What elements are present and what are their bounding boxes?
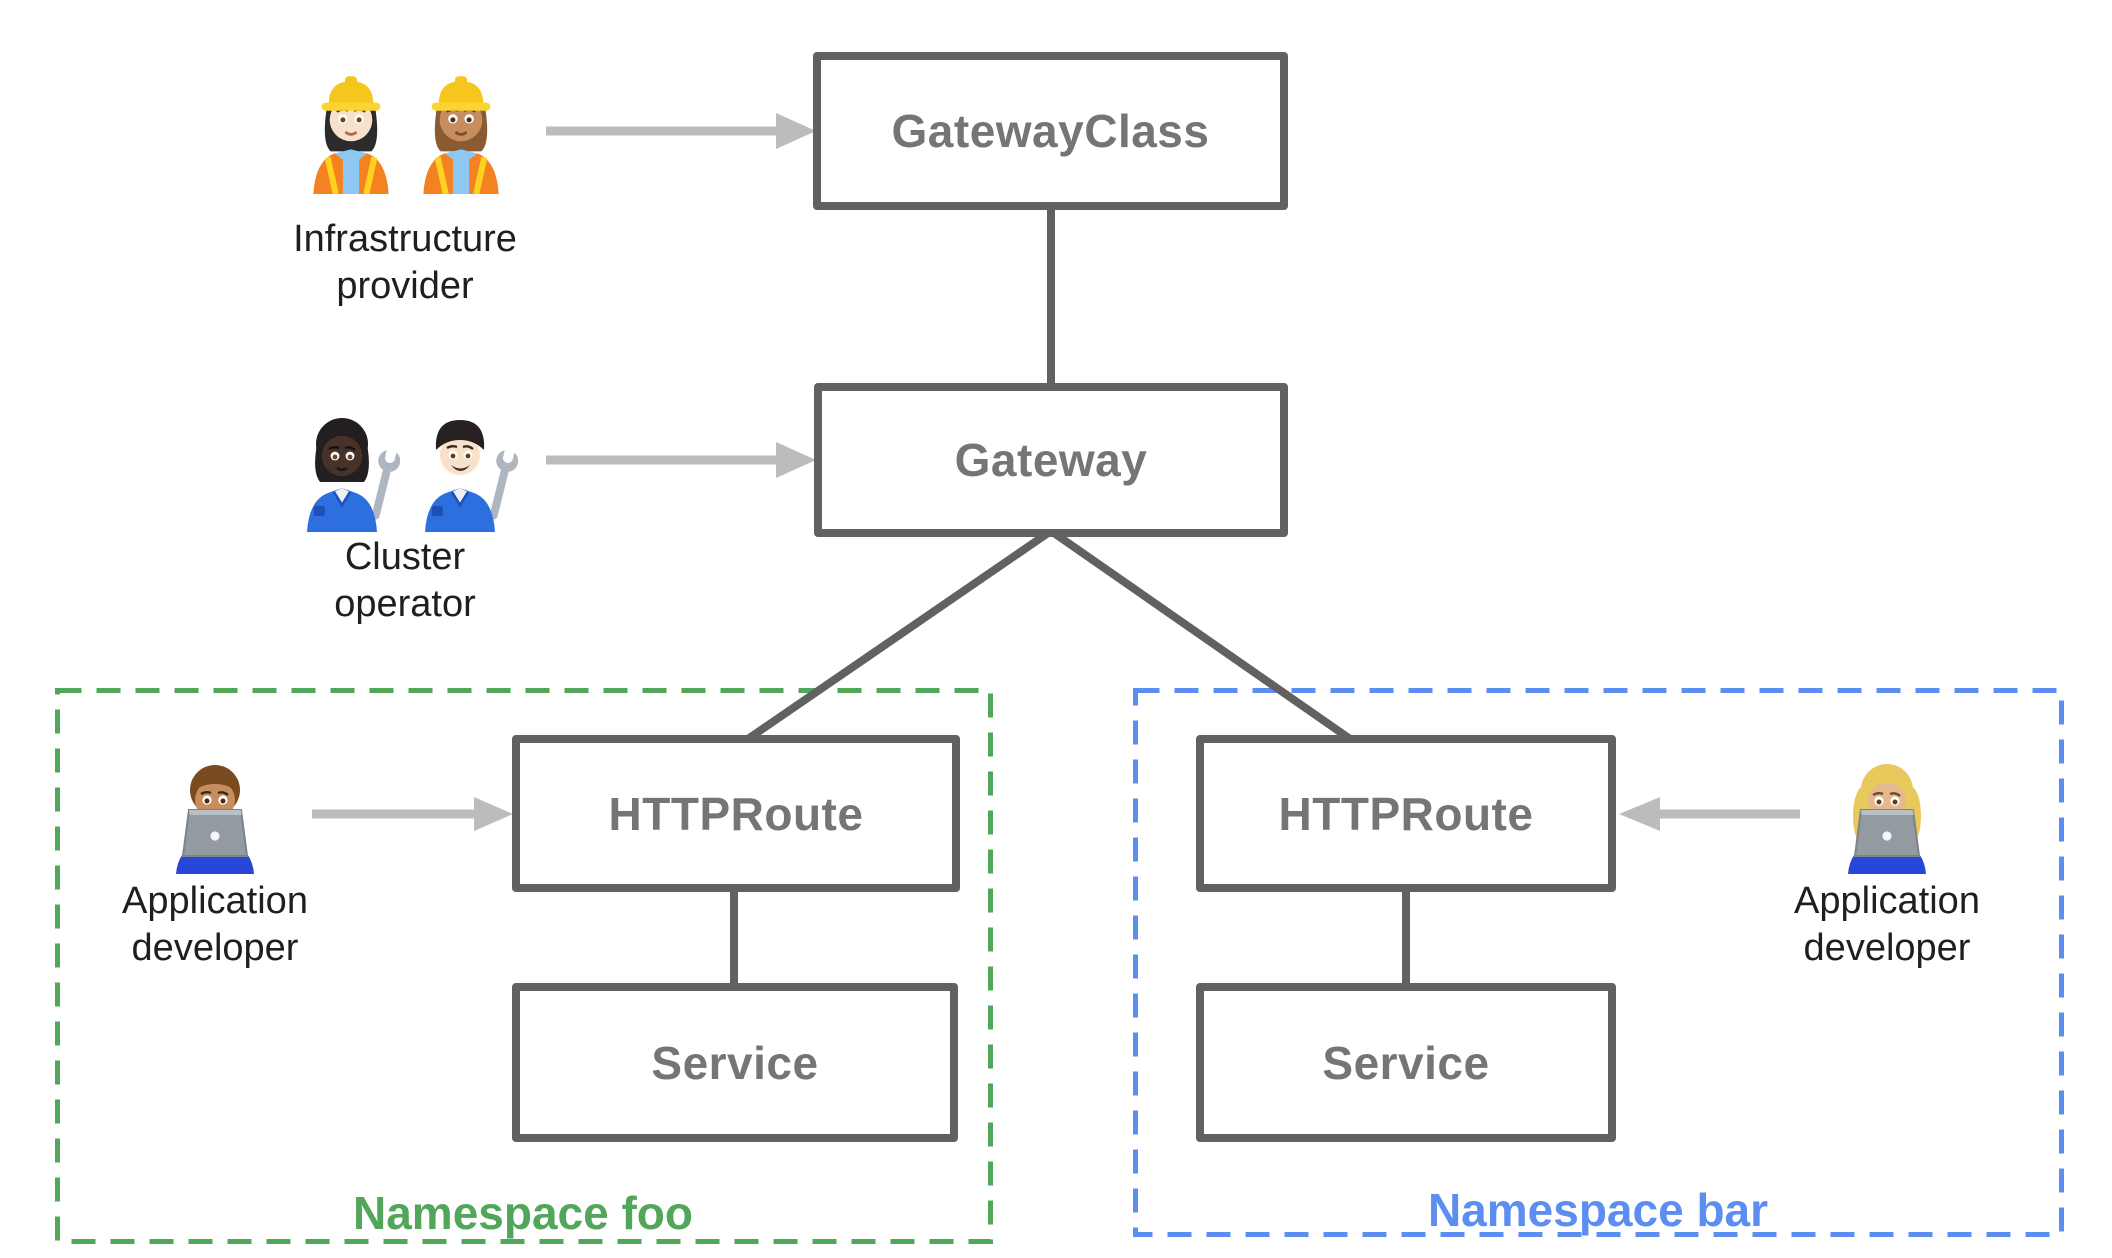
application-developer-bar-icon bbox=[1832, 750, 1942, 874]
mechanic-light-icon bbox=[425, 420, 518, 532]
application-developer-foo-label: Application developer bbox=[122, 880, 308, 969]
arrow-developer-to-httproute-foo bbox=[312, 797, 513, 831]
construction-worker-light-icon bbox=[313, 76, 389, 194]
arrow-cluster-to-gateway bbox=[546, 442, 816, 478]
node-service-bar: Service bbox=[1196, 983, 1616, 1142]
application-developer-bar-label: Application developer bbox=[1794, 880, 1980, 969]
namespace-bar-boundary bbox=[1133, 688, 2064, 1237]
namespace-foo-label: Namespace foo bbox=[352, 1187, 693, 1239]
arrow-developer-to-httproute-bar bbox=[1619, 797, 1800, 831]
node-service-foo: Service bbox=[512, 983, 958, 1142]
cluster-operator-label: Cluster operator bbox=[334, 536, 476, 625]
man-technologist-icon bbox=[176, 765, 254, 874]
node-httproute-bar: HTTPRoute bbox=[1196, 735, 1616, 892]
persona-arrows bbox=[312, 113, 1800, 831]
node-gatewayclass: GatewayClass bbox=[813, 52, 1288, 210]
infrastructure-provider-icon bbox=[300, 62, 512, 194]
arrow-infrastructure-to-gatewayclass bbox=[546, 113, 816, 149]
namespace-bar-label: Namespace bar bbox=[1427, 1184, 1769, 1236]
mechanic-dark-icon bbox=[307, 418, 400, 532]
construction-worker-medium-icon bbox=[423, 76, 499, 194]
cluster-operator-icon bbox=[290, 398, 518, 532]
node-gateway: Gateway bbox=[814, 383, 1288, 537]
namespace-foo-boundary bbox=[55, 688, 993, 1244]
infrastructure-provider-label: Infrastructure provider bbox=[293, 218, 517, 307]
application-developer-foo-icon bbox=[160, 750, 270, 874]
resource-connectors bbox=[730, 206, 1410, 988]
node-httproute-foo: HTTPRoute bbox=[512, 735, 960, 892]
woman-technologist-icon bbox=[1848, 764, 1926, 874]
edge-gateway-httproute-foo bbox=[742, 527, 1054, 745]
edge-gateway-httproute-bar bbox=[1048, 527, 1356, 745]
